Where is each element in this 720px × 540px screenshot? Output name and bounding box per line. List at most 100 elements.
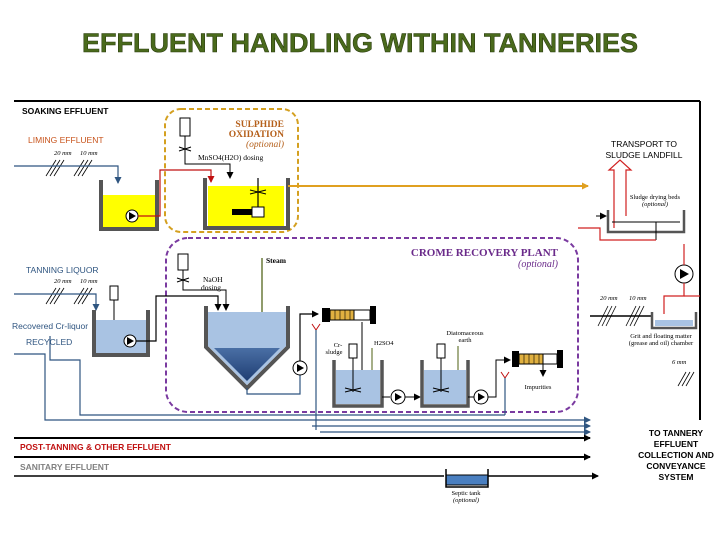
tannery-label-3: COLLECTION AND [638,450,714,460]
tanning-screen-20: 20 mm [54,278,72,285]
cr-sludge-label-1: Cr- [334,342,343,349]
septic-label: Septic tank [451,490,481,497]
filtration-mixer-blade [432,387,450,393]
transport-arrow [607,159,633,228]
post-tanning-label: POST-TANNING & OTHER EFFLUENT [20,442,172,452]
grit-pump-line-1 [663,283,685,314]
liming-pump-arrow-icon [129,212,136,220]
mnso4-dosing-label: MnSO4(H2O) dosing [198,153,263,162]
septic-optional: (optional) [453,497,479,504]
filter-1-frame-end [353,309,371,321]
to-filter-pipe-2 [488,356,511,398]
liming-screen-10: 10 mm [80,150,98,157]
septic-tank-liquid [445,474,489,486]
filter-2-left-plate [512,351,519,367]
filter-2-outlet-icon [500,371,510,379]
tanning-pump-arrow-icon [127,337,134,345]
dissolution-tank [332,360,384,408]
fine-screen-label: 6 mm [672,359,687,366]
liming-pipe [14,165,122,184]
to-filter-pipe-1 [299,310,319,361]
diatom-label-1: Diatomaceous [446,330,484,337]
filter-1-right-plate [370,306,376,324]
precipitation-sludge [214,348,280,381]
mnso4-dosing-line [184,150,234,179]
grit-chamber [650,312,698,330]
main-screen-20: 20 mm [600,295,618,302]
aerator-blade [249,189,267,195]
filter-2-frame-end [542,353,558,365]
h2so4-label: H2SO4 [374,340,394,347]
filter-1-outlet-icon [311,323,321,331]
naoh-dosing-line [182,282,230,311]
grit-chamber-liquid [655,320,693,326]
filter-1-body [329,309,355,321]
filter-1-frames [334,310,351,320]
steam-label: Steam [266,256,287,265]
tanning-pipe [14,293,100,311]
crome-title: CROME RECOVERY PLANT [411,247,559,259]
grit-pump-arrow-icon [680,269,689,279]
impurities-label: Impurities [525,384,552,391]
liming-screens [45,159,93,177]
tanning-tank [92,310,150,357]
sludge-draw-pipe [246,375,301,395]
sanitary-label: SANITARY EFFLUENT [20,462,110,472]
grit-label-2: (grease and oil) chamber [629,340,694,347]
tannery-label-1: TO TANNERY [649,428,703,438]
mnso4-mixer-blade [178,146,192,152]
drying-bed-1 [606,210,686,234]
tannery-label-4: CONVEYANCE [646,461,706,471]
naoh-label-2: dosing [201,283,221,292]
liming-tank [99,180,159,231]
filtration-dosing-vessel [436,343,446,359]
recovered-cr-label: Recovered Cr-liquor [12,321,88,331]
tanning-liquor-label: TANNING LIQUOR [26,265,99,275]
tannery-label-2: EFFLUENT [654,439,699,449]
diatom-label-2: earth [459,337,473,344]
liming-effluent-label: LIMING EFFLUENT [28,135,104,145]
naoh-mixer-blade [176,277,190,283]
tanning-dosing-vessel [109,285,119,301]
filter-2-body [518,353,544,365]
soaking-effluent-label: SOAKING EFFLUENT [22,106,109,116]
recycle-return-line-b [14,353,591,424]
tanning-screen-10: 10 mm [80,278,98,285]
sulphide-tank-liquid [208,186,284,226]
septic-tank [445,469,489,488]
cr-sludge-label-2: sludge [326,349,343,356]
tannery-label-5: SYSTEM [659,472,694,482]
filter-2-frames [523,354,540,364]
sulphide-title-2: OXIDATION [229,130,284,140]
sulphide-title-1: SULPHIDE [235,120,284,130]
aerator-head-icon [251,206,265,218]
filter-2-right-plate [557,350,563,368]
filtration-tank-liquid [424,370,466,404]
dissolution-pump-arrow-icon [395,393,402,401]
crome-recovery-box [165,237,579,413]
tanning-screens [45,287,93,305]
filtration-pump-arrow-icon [478,393,485,401]
drying-beds-optional: (optional) [642,201,668,208]
aerator-body-icon [232,209,252,215]
sludge-pump-arrow-icon [297,364,304,372]
naoh-label-1: NaOH [203,275,223,284]
sulphide-oxidation-box [164,108,299,233]
sulphide-tank [203,178,290,230]
filtration-tank [420,360,470,408]
dissolution-dosing-vessel [348,343,358,359]
grit-label-1: Grit and floating matter [630,333,692,340]
naoh-dosing-vessel [177,253,189,271]
tanning-tank-liquid [96,320,146,353]
dissolution-mixer-blade [344,387,362,393]
tanning-transfer-pipe [136,295,222,342]
fine-screen [677,371,695,387]
recycle-return-line-a [49,336,505,416]
crome-optional: (optional) [518,259,559,270]
sulphide-optional: (optional) [246,139,284,150]
liming-screen-20: 20 mm [54,150,72,157]
recycled-label: RECYCLED [26,337,72,347]
diagram-title: EFFLUENT HANDLING WITHIN TANNERIES [82,28,638,58]
filter-1-left-plate [322,308,330,322]
